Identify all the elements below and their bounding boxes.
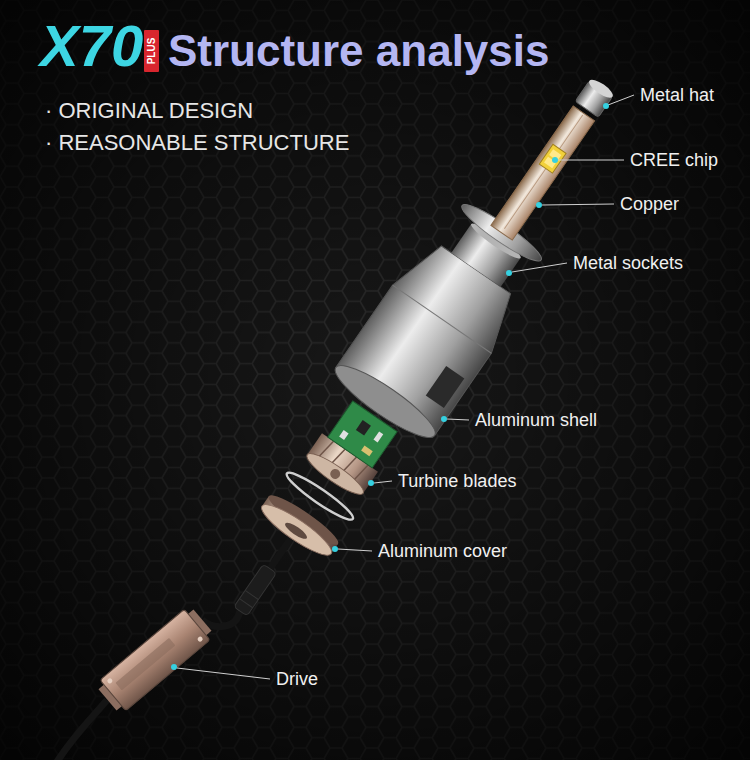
- feature-note: · ORIGINAL DESIGN: [45, 98, 253, 124]
- plus-badge: PLUS: [146, 38, 158, 65]
- part-name: Aluminum shell: [475, 409, 597, 431]
- part-name: Aluminum cover: [378, 540, 507, 562]
- page-title: Structure analysis: [168, 26, 550, 76]
- product-model: X70: [40, 14, 143, 78]
- part-name: Metal sockets: [573, 252, 683, 274]
- part-name: Metal hat: [640, 84, 714, 106]
- part-name: Turbine blades: [398, 470, 516, 492]
- part-name: Copper: [620, 193, 679, 215]
- part-name: Drive: [276, 668, 318, 690]
- feature-note: · REASONABLE STRUCTURE: [45, 130, 349, 156]
- part-name: CREE chip: [630, 149, 718, 171]
